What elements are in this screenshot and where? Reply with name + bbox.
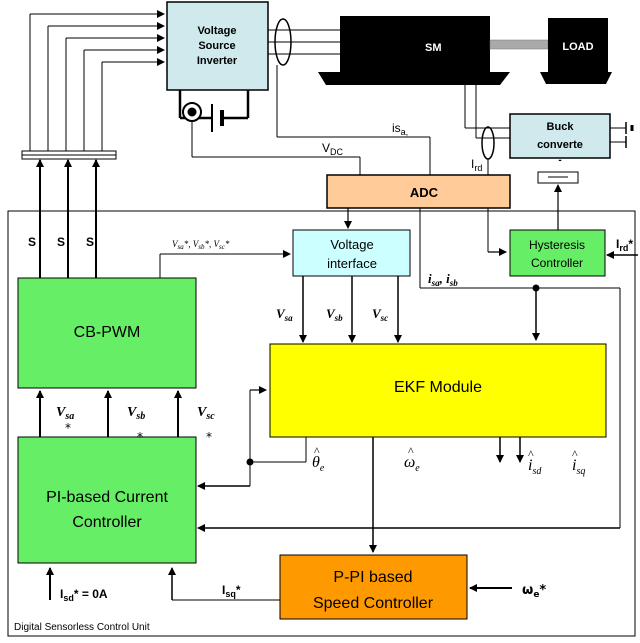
gate-s-1: S (28, 235, 36, 249)
voltage-interface-label-2: interface (327, 256, 377, 271)
isq-hat-mark: ^ (572, 447, 578, 461)
sm-machine-base (318, 72, 510, 85)
voltage-source-inverter-block (166, 1, 269, 91)
theta-hat-label: θe (312, 454, 325, 474)
vdc-label: VDC (322, 141, 344, 157)
isq-ref-label: Isq* (222, 583, 241, 599)
isd-hat-mark: ^ (528, 447, 534, 461)
ppi-label-1: P-PI based (333, 569, 412, 586)
ird-ref-label: Ird* (616, 237, 633, 253)
isa-label: isa, (392, 121, 408, 137)
we-ref-label: ωe* (522, 583, 546, 600)
ekf-label: EKF Module (394, 379, 482, 396)
cb-pwm-block (17, 277, 197, 389)
load-label: LOAD (562, 41, 593, 53)
adc-label: ADC (410, 185, 439, 200)
vsb-ref-star: * (137, 430, 143, 444)
load-base (540, 72, 612, 84)
isd-ref-label: Isd* = 0A (60, 587, 108, 603)
theta-hat-mark: ^ (314, 444, 320, 458)
ppi-speed-controller-block (279, 554, 468, 620)
isq-hat-label: isq (572, 457, 585, 477)
gate-s-2: S (57, 235, 65, 249)
vsb-ref-label: Vsb (127, 405, 145, 422)
rotor-current-sensor (481, 126, 495, 160)
frame-label: Digital Sensorless Control Unit (14, 622, 150, 633)
cb-pwm-label: CB-PWM (74, 324, 141, 341)
buck-label-1: Buck (547, 121, 575, 133)
isd-hat-label: isd (528, 457, 542, 477)
shaft (489, 39, 549, 50)
vsi-label-1: Voltage (198, 25, 237, 37)
load-body (548, 18, 608, 74)
hysteresis-label-2: Controller (531, 256, 583, 270)
ekf-module-block (269, 343, 607, 438)
gate-s-3: S (86, 235, 94, 249)
vsc-ref-label: Vsc (197, 405, 215, 422)
pi-current-label-2: Controller (72, 514, 142, 531)
adc-block (326, 174, 511, 209)
ird-label: Ird (471, 157, 482, 173)
vsi-label-2: Source (198, 40, 235, 52)
vsi-label-3: Inverter (197, 55, 238, 67)
vsa-meas-label: Vsa (276, 306, 293, 323)
isa-isb-label: isa, isb (428, 271, 458, 288)
sm-label: SM (425, 42, 442, 54)
vsa-ref-star: * (65, 421, 71, 435)
ppi-label-2: Speed Controller (313, 595, 434, 612)
vsa-ref-label: Vsa (56, 405, 74, 422)
pi-current-label-1: PI-based Current (46, 489, 168, 506)
omega-hat-label: ωe (404, 454, 420, 474)
vref-small-label: Vsa*, Vsb*, Vsc* (172, 239, 230, 251)
buck-converter-block (509, 113, 611, 159)
hysteresis-label-1: Hysteresis (529, 238, 585, 252)
vsc-meas-label: Vsc (372, 306, 388, 323)
omega-hat-mark: ^ (408, 444, 414, 458)
buck-label-2: converte (537, 139, 583, 151)
vsb-meas-label: Vsb (326, 306, 343, 323)
hysteresis-controller-block (509, 229, 606, 277)
voltage-interface-label-1: Voltage (330, 237, 373, 252)
pi-current-controller-block (17, 436, 197, 564)
voltage-interface-block (292, 229, 411, 277)
vsc-ref-star: * (206, 430, 212, 444)
sm-machine-body (340, 16, 490, 74)
buck-label-3: - (558, 155, 561, 166)
